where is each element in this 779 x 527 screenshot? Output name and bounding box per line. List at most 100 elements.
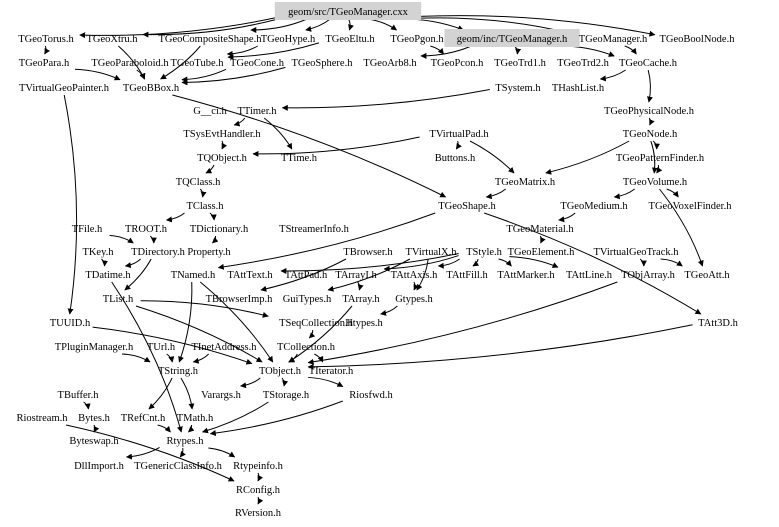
node-tgeomaterial-h[interactable]: TGeoMaterial.h: [506, 224, 574, 235]
node-tcollection-h[interactable]: TCollection.h: [277, 342, 336, 353]
node-tstreamerinfo-h[interactable]: TStreamerInfo.h: [279, 224, 349, 235]
node-tlist-h[interactable]: TList.h: [103, 294, 134, 305]
node-property-h[interactable]: Property.h: [187, 247, 231, 258]
node-tgeovolume-h[interactable]: TGeoVolume.h: [623, 177, 688, 188]
node-htypes-h[interactable]: Htypes.h: [345, 318, 383, 329]
node-tgeophysicalnode-h[interactable]: TGeoPhysicalNode.h: [604, 106, 695, 117]
node-tgeopcon-h[interactable]: TGeoPcon.h: [431, 58, 485, 69]
node-tgeoarb8-h[interactable]: TGeoArb8.h: [363, 58, 417, 69]
node-g-ci-h[interactable]: G__ci.h: [193, 106, 227, 117]
node-tvirtualpad-h[interactable]: TVirtualPad.h: [429, 129, 489, 140]
node-buttons-h[interactable]: Buttons.h: [435, 153, 476, 164]
node-gtypes-h[interactable]: Gtypes.h: [395, 294, 433, 305]
node-tnamed-h[interactable]: TNamed.h: [171, 270, 216, 281]
node-dllimport-h[interactable]: DllImport.h: [74, 461, 125, 472]
node-tattpad-h[interactable]: TAttPad.h: [285, 270, 328, 281]
node-tgeonode-h[interactable]: TGeoNode.h: [623, 129, 678, 140]
node-tclass-h[interactable]: TClass.h: [186, 201, 224, 212]
node-rconfig-h[interactable]: RConfig.h: [236, 485, 281, 496]
node-label: TGeoArb8.h: [363, 58, 417, 69]
node-tattaxis-h[interactable]: TAttAxis.h: [391, 270, 438, 281]
node-tobjarray-h[interactable]: TObjArray.h: [621, 270, 675, 281]
node-rversion-h[interactable]: RVersion.h: [235, 508, 282, 519]
node-geom-inc-tgeomanager-h[interactable]: geom/inc/TGeoManager.h: [444, 29, 580, 47]
node-tattline-h[interactable]: TAttLine.h: [566, 270, 613, 281]
node-tgeoatt-h[interactable]: TGeoAtt.h: [684, 270, 730, 281]
node-tgeomedium-h[interactable]: TGeoMedium.h: [560, 201, 628, 212]
node-tsysevthandler-h[interactable]: TSysEvtHandler.h: [183, 129, 261, 140]
node-guitypes-h[interactable]: GuiTypes.h: [283, 294, 332, 305]
node-tgenericclassinfo-h[interactable]: TGenericClassInfo.h: [134, 461, 223, 472]
node-ttimer-h[interactable]: TTimer.h: [238, 106, 278, 117]
node-tuuid-h[interactable]: TUUID.h: [50, 318, 91, 329]
node-tgeocache-h[interactable]: TGeoCache.h: [619, 58, 678, 69]
node-tsystem-h[interactable]: TSystem.h: [495, 83, 541, 94]
node-tvirtualgeopainter-h[interactable]: TVirtualGeoPainter.h: [19, 83, 110, 94]
node-label: TGeoCache.h: [619, 58, 678, 69]
node-tkey-h[interactable]: TKey.h: [82, 247, 114, 258]
node-tgeopgon-h[interactable]: TGeoPgon.h: [390, 34, 444, 45]
node-tgeoeltu-h[interactable]: TGeoEltu.h: [325, 34, 375, 45]
node-tvirtualgeotrack-h[interactable]: TVirtualGeoTrack.h: [593, 247, 679, 258]
node-tgeotube-h[interactable]: TGeoTube.h: [171, 58, 225, 69]
node-tgeopara-h[interactable]: TGeoPara.h: [19, 58, 70, 69]
node-tvirtualx-h[interactable]: TVirtualX.h: [406, 247, 458, 258]
node-tgeobbox-h[interactable]: TGeoBBox.h: [123, 83, 180, 94]
node-titerator-h[interactable]: TIterator.h: [309, 366, 354, 377]
node-tattmarker-h[interactable]: TAttMarker.h: [497, 270, 555, 281]
node-tgeotorus-h[interactable]: TGeoTorus.h: [18, 34, 74, 45]
node-tpluginmanager-h[interactable]: TPluginManager.h: [55, 342, 134, 353]
node-tmath-h[interactable]: TMath.h: [177, 413, 214, 424]
node-tgeoparaboloid-h[interactable]: TGeoParaboloid.h: [91, 58, 169, 69]
node-tstyle-h[interactable]: TStyle.h: [466, 247, 503, 258]
node-tgeohype-h[interactable]: TGeoHype.h: [261, 34, 316, 45]
node-tatt3d-h[interactable]: TAtt3D.h: [698, 318, 738, 329]
node-tgeoxtru-h[interactable]: TGeoXtru.h: [86, 34, 138, 45]
node-geom-src-tgeomanager-cxx[interactable]: geom/src/TGeoManager.cxx: [274, 2, 422, 20]
node-tgeovoxelfinder-h[interactable]: TGeoVoxelFinder.h: [649, 201, 733, 212]
node-rtypes-h[interactable]: Rtypes.h: [166, 436, 204, 447]
node-tstring-h[interactable]: TString.h: [158, 366, 199, 377]
node-varargs-h[interactable]: Varargs.h: [201, 390, 242, 401]
node-tbrowser-h[interactable]: TBrowser.h: [343, 247, 393, 258]
node-tinetaddress-h[interactable]: TInetAddress.h: [191, 342, 257, 353]
edge-tlist-h-to-tobject-h: [135, 305, 263, 363]
node-tattfill-h[interactable]: TAttFill.h: [446, 270, 488, 281]
node-tgeomatrix-h[interactable]: TGeoMatrix.h: [495, 177, 556, 188]
node-tgeocone-h[interactable]: TGeoCone.h: [230, 58, 285, 69]
node-tfile-h[interactable]: TFile.h: [72, 224, 103, 235]
node-tgeocompositeshape-h[interactable]: TGeoCompositeShape.h: [159, 34, 263, 45]
node-tgeopatternfinder-h[interactable]: TGeoPatternFinder.h: [616, 153, 705, 164]
node-tobject-h[interactable]: TObject.h: [259, 366, 302, 377]
node-tgeosphere-h[interactable]: TGeoSphere.h: [292, 58, 354, 69]
node-troot-h[interactable]: TROOT.h: [125, 224, 168, 235]
node-trefcnt-h[interactable]: TRefCnt.h: [121, 413, 166, 424]
node-byteswap-h[interactable]: Byteswap.h: [69, 436, 119, 447]
node-tgeotrd1-h[interactable]: TGeoTrd1.h: [494, 58, 547, 69]
node-tgeoshape-h[interactable]: TGeoShape.h: [438, 201, 496, 212]
node-tgeoboolnode-h[interactable]: TGeoBoolNode.h: [660, 34, 736, 45]
node-ttime-h[interactable]: TTime.h: [281, 153, 318, 164]
node-tbuffer-h[interactable]: TBuffer.h: [58, 390, 100, 401]
node-tseqcollection-h[interactable]: TSeqCollection.h: [279, 318, 354, 329]
node-tbrowserimp-h[interactable]: TBrowserImp.h: [206, 294, 274, 305]
node-tqclass-h[interactable]: TQClass.h: [176, 177, 221, 188]
node-tgeotrd2-h[interactable]: TGeoTrd2.h: [557, 58, 610, 69]
node-tdirectory-h[interactable]: TDirectory.h: [131, 247, 186, 258]
node-thashlist-h[interactable]: THashList.h: [552, 83, 605, 94]
node-tarrayi-h[interactable]: TArrayI.h: [335, 270, 377, 281]
node-turl-h[interactable]: TUrl.h: [147, 342, 176, 353]
node-tdictionary-h[interactable]: TDictionary.h: [190, 224, 249, 235]
node-tgeomanager-h[interactable]: TGeoManager.h: [579, 34, 648, 45]
node-tqobject-h[interactable]: TQObject.h: [197, 153, 248, 164]
node-riosfwd-h[interactable]: Riosfwd.h: [349, 390, 393, 401]
node-riostream-h[interactable]: Riostream.h: [16, 413, 68, 424]
node-tstorage-h[interactable]: TStorage.h: [263, 390, 310, 401]
node-tatttext-h[interactable]: TAttText.h: [227, 270, 273, 281]
node-rtypeinfo-h[interactable]: Rtypeinfo.h: [233, 461, 284, 472]
node-tgeoelement-h[interactable]: TGeoElement.h: [508, 247, 576, 258]
node-bytes-h[interactable]: Bytes.h: [78, 413, 111, 424]
node-tarray-h[interactable]: TArray.h: [342, 294, 380, 305]
node-tdatime-h[interactable]: TDatime.h: [85, 270, 131, 281]
